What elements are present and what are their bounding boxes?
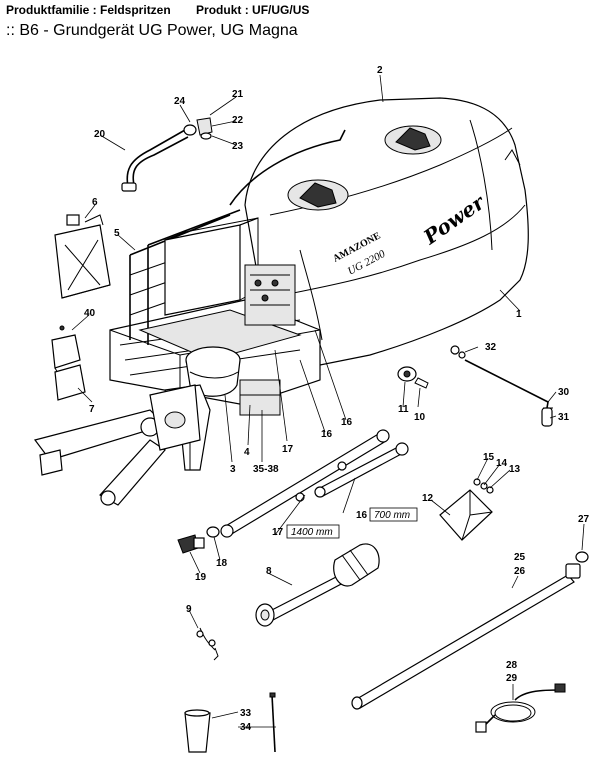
dimension-box-16: 700 mm <box>369 507 418 522</box>
callout-6: 6 <box>92 197 98 208</box>
callout-8: 8 <box>266 566 272 577</box>
control-cable <box>351 551 589 710</box>
safety-chain <box>196 627 219 661</box>
callout-4: 4 <box>244 447 250 458</box>
callout-16-c: 16 <box>356 510 368 521</box>
callout-22: 22 <box>232 115 244 126</box>
callout-29: 29 <box>506 673 518 684</box>
callout-7: 7 <box>89 404 95 415</box>
header: Produktfamilie : Feldspritzen Produkt : … <box>6 3 309 17</box>
water-canister <box>54 214 111 299</box>
callout-26: 26 <box>514 566 526 577</box>
product-family-label: Produktfamilie : Feldspritzen <box>6 3 171 17</box>
hose-assemblies <box>206 429 409 538</box>
callout-20: 20 <box>94 129 106 140</box>
callout-18: 18 <box>216 558 228 569</box>
callout-16-a: 16 <box>321 429 333 440</box>
dimension-label-16: 700 mm <box>374 510 410 521</box>
callout-9: 9 <box>186 604 192 615</box>
elbow-fitting <box>177 534 205 554</box>
callout-21: 21 <box>232 89 244 100</box>
callout-5: 5 <box>114 228 120 239</box>
callout-31: 31 <box>558 412 570 423</box>
callout-40: 40 <box>84 308 96 319</box>
operating-rod <box>450 345 553 427</box>
part-callouts: 1 2 3 4 5 6 7 8 9 10 11 12 13 14 15 16 1… <box>84 65 590 733</box>
callout-33: 33 <box>240 708 252 719</box>
callout-2: 2 <box>377 65 383 76</box>
callout-24: 24 <box>174 96 186 107</box>
callout-16-b: 16 <box>341 417 353 428</box>
callout-30: 30 <box>558 387 570 398</box>
callout-3: 3 <box>230 464 236 475</box>
callout-19: 19 <box>195 572 207 583</box>
callout-34: 34 <box>240 722 252 733</box>
mounting-bracket <box>439 478 494 541</box>
measuring-cup <box>184 709 211 753</box>
cable-tie <box>269 692 276 753</box>
callout-10: 10 <box>414 412 426 423</box>
drive-shaft <box>255 543 380 627</box>
callout-35-38: 35-38 <box>253 464 279 475</box>
cover-cap <box>397 366 429 389</box>
dimension-label-17: 1400 mm <box>291 527 333 538</box>
page-title: :: B6 - Grundgerät UG Power, UG Magna <box>6 22 298 39</box>
frame-chassis <box>109 209 321 471</box>
callout-28: 28 <box>506 660 518 671</box>
callout-17-a: 17 <box>282 444 294 455</box>
callout-12: 12 <box>422 493 434 504</box>
callout-13: 13 <box>509 464 521 475</box>
dimension-box-17: 1400 mm <box>286 524 340 539</box>
product-label: Produkt : UF/UG/US <box>196 3 310 17</box>
leader-lines <box>71 74 585 728</box>
callout-15: 15 <box>483 452 495 463</box>
callout-23: 23 <box>232 141 244 152</box>
three-point-linkage <box>33 384 201 506</box>
callout-25: 25 <box>514 552 526 563</box>
callout-14: 14 <box>496 458 508 469</box>
callout-32: 32 <box>485 342 497 353</box>
filler-hose <box>121 117 213 192</box>
wheel-chocks <box>51 325 86 401</box>
callout-11: 11 <box>398 404 409 415</box>
callout-1: 1 <box>516 309 522 320</box>
callout-17-b: 17 <box>272 527 284 538</box>
callout-27: 27 <box>578 514 590 525</box>
tank-body: AMAZONE UG 2200 Power <box>229 97 529 366</box>
coiled-cable <box>475 683 566 733</box>
